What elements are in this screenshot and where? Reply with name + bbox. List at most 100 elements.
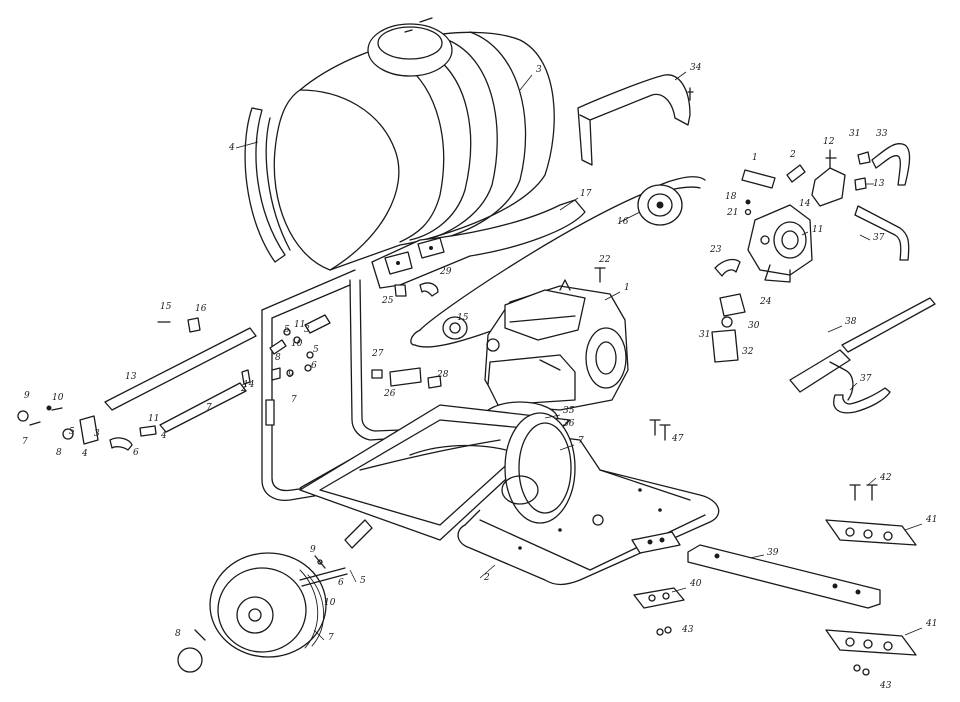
callout-c38: 38 <box>845 317 857 327</box>
callout-c27: 27 <box>371 349 384 359</box>
callout-s4a: 4 <box>81 449 88 459</box>
tank-saddle <box>371 199 586 289</box>
callout-c3: 3 <box>536 65 542 75</box>
tank <box>273 17 555 271</box>
frame-fittings <box>241 328 314 426</box>
callout-c23: 23 <box>709 245 722 255</box>
callout-c22: 22 <box>598 255 611 265</box>
callout-s1a: 1 <box>752 153 758 163</box>
callout-c9: 9 <box>310 545 316 555</box>
callout-c31a: 31 <box>699 330 710 340</box>
handle-tubes <box>104 314 331 433</box>
engine <box>481 279 629 439</box>
callout-c11: 11 <box>812 225 823 235</box>
callout-c4: 4 <box>228 143 235 153</box>
callout-c10: 10 <box>324 598 336 608</box>
front-wheel <box>209 552 327 658</box>
callout-s7c: 7 <box>22 437 28 447</box>
axle-bar <box>687 544 881 609</box>
callout-s10b: 10 <box>52 393 64 403</box>
callout-c47: 47 <box>671 434 684 444</box>
callout-c2: 2 <box>483 573 490 583</box>
rear-wheel <box>501 412 576 524</box>
callout-c16: 16 <box>617 217 629 227</box>
hose-fittings <box>371 282 442 389</box>
callout-c7b: 7 <box>328 633 334 643</box>
callout-c37a: 37 <box>873 233 885 243</box>
callout-c35: 35 <box>563 406 575 416</box>
callout-s9b: 9 <box>24 391 30 401</box>
bolts <box>594 267 878 501</box>
callout-c7a: 7 <box>578 436 584 446</box>
pump-assembly <box>741 143 911 283</box>
callout-s5a: 5 <box>284 325 290 335</box>
callout-c6: 6 <box>338 578 344 588</box>
callout-s8b: 8 <box>56 448 62 458</box>
nuts <box>656 626 870 676</box>
engine-pulley <box>442 316 468 340</box>
callout-c37b: 37 <box>860 374 872 384</box>
callout-s7b: 7 <box>206 403 212 413</box>
leader-lines <box>235 71 923 641</box>
callout-c32: 32 <box>742 347 754 357</box>
engine-mount-tray <box>299 404 571 541</box>
tank-strap <box>244 107 291 263</box>
callout-s5c: 5 <box>69 427 75 437</box>
callout-s3b: 3 <box>94 429 100 439</box>
callout-c29: 29 <box>439 267 452 277</box>
callout-s3a: 3 <box>304 325 310 335</box>
strainer-parts <box>711 258 746 363</box>
callout-c41b: 41 <box>925 619 937 629</box>
inlet-hose <box>854 205 910 261</box>
callout-s16a: 16 <box>195 304 207 314</box>
pump-pulley <box>637 184 683 226</box>
callout-c34: 34 <box>690 63 702 73</box>
callout-c43b: 43 <box>879 681 892 691</box>
callout-s7a: 7 <box>291 395 297 405</box>
belt-guard <box>577 74 694 166</box>
callout-s4b: 4 <box>160 431 167 441</box>
left-loose-parts <box>17 317 201 451</box>
callout-c24: 24 <box>759 297 772 307</box>
callout-c14: 14 <box>799 199 811 209</box>
callout-s11a: 11 <box>294 320 305 330</box>
callout-s5b: 5 <box>313 345 319 355</box>
callout-c30: 30 <box>748 321 760 331</box>
callout-c21: 21 <box>726 208 738 218</box>
callout-s11b: 11 <box>148 414 159 424</box>
mount-plates <box>631 519 917 656</box>
callout-s9a: 9 <box>288 370 294 380</box>
callout-s6a: 6 <box>311 361 317 371</box>
callout-c39: 39 <box>767 548 779 558</box>
callout-s13a: 13 <box>125 372 137 382</box>
callout-c36: 36 <box>563 419 575 429</box>
axle <box>299 519 373 587</box>
callout-c25: 25 <box>381 296 394 306</box>
callout-c41a: 41 <box>925 515 937 525</box>
callout-s8a: 8 <box>275 353 281 363</box>
callout-c5: 5 <box>360 576 366 586</box>
hub-cap <box>177 629 206 673</box>
callout-s15a: 15 <box>160 302 172 312</box>
callout-c42: 42 <box>879 473 892 483</box>
callout-c18: 18 <box>725 192 737 202</box>
callout-c13: 13 <box>873 179 885 189</box>
callout-c17: 17 <box>580 189 592 199</box>
callout-c8: 8 <box>175 629 181 639</box>
callout-s2a: 2 <box>789 150 796 160</box>
callout-c26: 26 <box>383 389 396 399</box>
callout-c31b: 31 <box>849 129 860 139</box>
callout-c15: 15 <box>457 313 469 323</box>
spray-gun <box>789 297 936 414</box>
callout-c33: 33 <box>876 129 888 139</box>
callout-s6b: 6 <box>133 448 139 458</box>
callout-s2b: 2 <box>240 384 247 394</box>
callout-c43a: 43 <box>681 625 694 635</box>
callout-s10a: 10 <box>291 339 303 349</box>
callout-c1: 1 <box>624 283 630 293</box>
callout-c28: 28 <box>436 370 449 380</box>
callout-c40: 40 <box>689 579 702 589</box>
